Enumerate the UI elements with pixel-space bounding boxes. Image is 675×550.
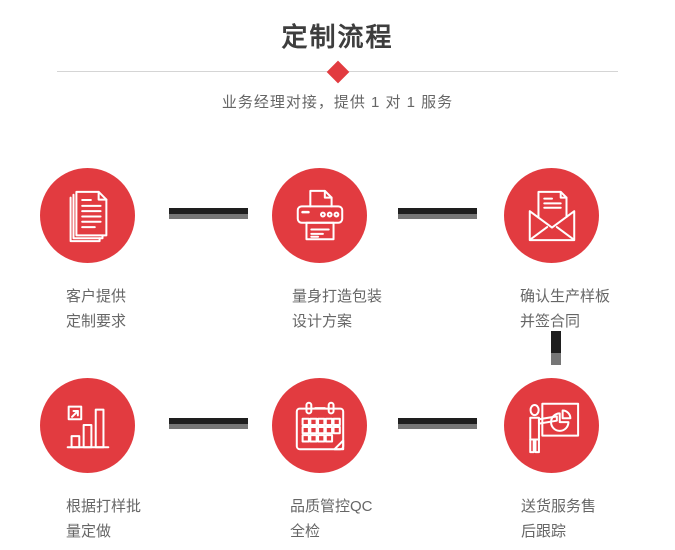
step-5-label-line1: 品质管控QC (290, 498, 373, 515)
step-3-circle (504, 168, 599, 263)
documents-icon (59, 187, 117, 245)
step-4-circle (40, 378, 135, 473)
step-2-label-line2: 设计方案 (292, 313, 353, 330)
step-4-label-line2: 量定做 (66, 523, 112, 540)
step-1-circle (40, 168, 135, 263)
step-2-label: 量身打造包装 设计方案 (292, 284, 382, 334)
step-6-label-line2: 后跟踪 (521, 523, 567, 540)
page-title: 定制流程 (281, 22, 394, 52)
step-1-label-line1: 客户提供 (66, 288, 127, 305)
step-2-circle (272, 168, 367, 263)
presenter-icon (523, 397, 581, 455)
page-subtitle: 业务经理对接，提供 1 对 1 服务 (221, 94, 454, 111)
step-3-label-line2: 并签合同 (520, 313, 581, 330)
step-3-label-line1: 确认生产样板 (520, 288, 611, 305)
connector-step1-step2 (169, 208, 248, 219)
calendar-icon (291, 397, 349, 455)
envelope-icon (523, 187, 581, 245)
connector-step3-step6-vertical (551, 331, 561, 365)
step-1-label-line2: 定制要求 (66, 313, 127, 330)
connector-step2-step3 (398, 208, 477, 219)
connector-step4-step5 (169, 418, 248, 429)
step-6-label-line1: 送货服务售 (521, 498, 597, 515)
step-4-label-line1: 根据打样批 (66, 498, 142, 515)
step-3-label: 确认生产样板 并签合同 (520, 284, 610, 334)
step-4-label: 根据打样批 量定做 (66, 494, 141, 544)
step-5-circle (272, 378, 367, 473)
connector-step5-step6 (398, 418, 477, 429)
step-2-label-line1: 量身打造包装 (292, 288, 383, 305)
diamond-icon (326, 60, 350, 84)
step-6-circle (504, 378, 599, 473)
step-5-label: 品质管控QC 全检 (290, 494, 373, 544)
step-1-label: 客户提供 定制要求 (66, 284, 126, 334)
step-5-label-line2: 全检 (290, 523, 321, 540)
bar-chart-icon (59, 397, 117, 455)
step-6-label: 送货服务售 后跟踪 (521, 494, 596, 544)
printer-icon (291, 187, 349, 245)
